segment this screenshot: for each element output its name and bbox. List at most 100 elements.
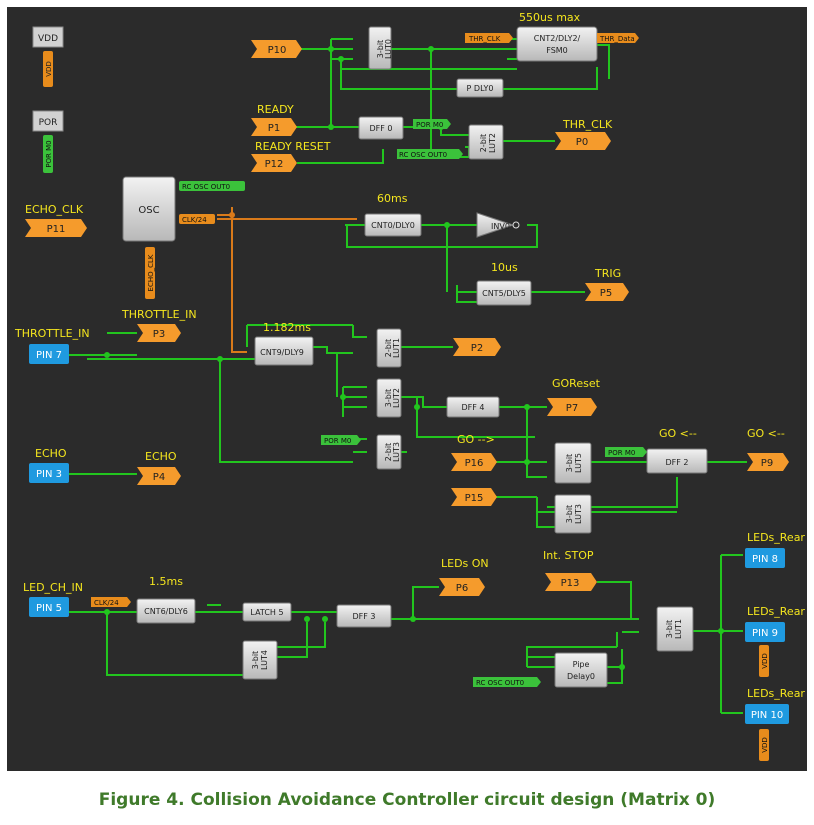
svg-text:P2: P2 — [471, 343, 483, 354]
svg-text:ECHO_CLK: ECHO_CLK — [147, 254, 155, 291]
svg-text:3-bit: 3-bit — [384, 389, 393, 407]
svg-text:P13: P13 — [561, 578, 580, 589]
svg-text:P11: P11 — [47, 224, 66, 235]
pin-vdd-tags: VDD VDD — [759, 645, 769, 761]
pin-8[interactable]: PIN 8 — [745, 548, 785, 568]
junctions — [104, 46, 724, 670]
dff2-label: DFF 2 — [666, 458, 689, 467]
svg-text:550us max: 550us max — [519, 11, 581, 24]
svg-text:THROTTLE_IN: THROTTLE_IN — [14, 327, 90, 340]
pin-3[interactable]: PIN 3 — [29, 463, 69, 483]
port-p3[interactable]: P3 — [137, 324, 181, 342]
svg-text:P9: P9 — [761, 458, 773, 469]
svg-text:2-bit: 2-bit — [479, 134, 488, 152]
svg-text:ECHO_CLK: ECHO_CLK — [25, 203, 84, 216]
svg-text:P16: P16 — [465, 458, 484, 469]
svg-text:VDD: VDD — [761, 737, 769, 753]
svg-text:THR_CLK: THR_CLK — [562, 118, 613, 131]
port-p11[interactable]: P11 — [25, 219, 87, 237]
svg-text:GO <--: GO <-- — [659, 427, 697, 440]
pins: PIN 7 PIN 3 PIN 5 PIN 8 PIN 9 PIN 10 — [29, 344, 789, 724]
port-p6[interactable]: P6 — [439, 578, 485, 596]
port-p12[interactable]: P12 — [251, 154, 297, 172]
port-p15[interactable]: P15 — [451, 488, 497, 506]
port-p16[interactable]: P16 — [451, 453, 497, 471]
svg-text:GO <--: GO <-- — [747, 427, 785, 440]
svg-text:LUT1: LUT1 — [674, 619, 683, 639]
svg-text:P7: P7 — [566, 403, 578, 414]
port-p10[interactable]: P10 — [251, 40, 302, 58]
svg-text:3-bit: 3-bit — [251, 651, 260, 669]
port-p1[interactable]: P1 — [251, 118, 297, 136]
svg-text:LED_CH_IN: LED_CH_IN — [23, 581, 83, 594]
svg-text:READY: READY — [257, 103, 294, 116]
svg-text:POR M0: POR M0 — [45, 140, 53, 167]
svg-text:LUT2: LUT2 — [392, 388, 401, 408]
svg-text:3-bit: 3-bit — [665, 620, 674, 638]
svg-text:P1: P1 — [268, 123, 280, 134]
svg-text:2-bit: 2-bit — [384, 443, 393, 461]
svg-text:GOReset: GOReset — [552, 377, 601, 390]
port-p9[interactable]: P9 — [747, 453, 789, 471]
pin-9[interactable]: PIN 9 — [745, 622, 785, 642]
inv0-block[interactable]: INV0 — [476, 212, 520, 238]
pin-5[interactable]: PIN 5 — [29, 597, 69, 617]
svg-text:LUT3: LUT3 — [392, 442, 401, 462]
port-p2[interactable]: P2 — [453, 338, 501, 356]
pin-10[interactable]: PIN 10 — [745, 704, 789, 724]
cnt6-label: CNT6/DLY6 — [144, 607, 188, 616]
lut0-bits: 3-bit — [376, 40, 385, 58]
svg-text:THR_Data: THR_Data — [599, 35, 635, 43]
schematic-svg: VDD VDD POR POR M0 OSC RC OSC OUT0 CLK/2… — [14, 11, 805, 761]
svg-text:CLK/24: CLK/24 — [182, 216, 207, 224]
svg-text:CLK/24: CLK/24 — [94, 599, 119, 607]
svg-text:LUT5: LUT5 — [574, 453, 583, 473]
cnt2-line2: FSM0 — [546, 46, 568, 55]
svg-text:PIN 3: PIN 3 — [36, 469, 62, 480]
lut0-name: LUT0 — [384, 39, 393, 59]
port-p0[interactable]: P0 — [555, 132, 611, 150]
schematic-canvas: VDD VDD POR POR M0 OSC RC OSC OUT0 CLK/2… — [7, 7, 807, 771]
svg-text:INV0: INV0 — [491, 222, 510, 231]
svg-text:RC OSC OUT0: RC OSC OUT0 — [182, 183, 230, 191]
svg-text:LEDs_Rear: LEDs_Rear — [747, 687, 805, 700]
svg-text:THR_CLK: THR_CLK — [468, 35, 501, 43]
vdd-supply: VDD VDD — [32, 26, 64, 87]
pipe-line1: Pipe — [573, 660, 590, 669]
dff3-label: DFF 3 — [353, 612, 376, 621]
svg-text:OSC: OSC — [138, 205, 159, 216]
svg-text:60ms: 60ms — [377, 192, 408, 205]
svg-text:VDD: VDD — [38, 34, 58, 44]
svg-text:ECHO: ECHO — [145, 450, 177, 463]
svg-text:P4: P4 — [153, 472, 165, 483]
dff4-label: DFF 4 — [462, 403, 485, 412]
cnt9-label: CNT9/DLY9 — [260, 348, 304, 357]
pipe-line2: Delay0 — [567, 672, 595, 681]
svg-text:LEDs_Rear: LEDs_Rear — [747, 531, 805, 544]
svg-text:LUT2: LUT2 — [488, 133, 497, 153]
latch5-label: LATCH 5 — [250, 608, 283, 617]
pin-7[interactable]: PIN 7 — [29, 344, 69, 364]
svg-text:PIN 7: PIN 7 — [36, 350, 62, 361]
svg-text:ECHO: ECHO — [35, 447, 67, 460]
port-p7[interactable]: P7 — [547, 398, 597, 416]
logic-blocks — [136, 26, 708, 688]
svg-text:P12: P12 — [265, 159, 284, 170]
block-labels: 3-bit LUT0 CNT2/DLY2/ FSM0 P DLY0 DFF 0 … — [144, 34, 688, 681]
svg-text:GO -->: GO --> — [457, 433, 495, 446]
ports: P10 P1 P12 P0 P11 P5 P3 P2 P7 P4 P16 P9 … — [25, 40, 789, 596]
cnt2-line1: CNT2/DLY2/ — [534, 34, 581, 43]
svg-text:POR: POR — [39, 118, 58, 128]
svg-text:VDD: VDD — [45, 61, 53, 77]
port-p13[interactable]: P13 — [545, 573, 597, 591]
osc-block[interactable]: OSC RC OSC OUT0 CLK/24 ECHO_CLK — [122, 176, 245, 299]
pdly0-label: P DLY0 — [467, 84, 494, 93]
svg-text:LEDs ON: LEDs ON — [441, 557, 489, 570]
port-p4[interactable]: P4 — [137, 467, 181, 485]
port-p5[interactable]: P5 — [585, 283, 629, 301]
svg-text:PIN 8: PIN 8 — [752, 554, 778, 565]
svg-text:POR M0: POR M0 — [416, 121, 443, 129]
svg-text:1.5ms: 1.5ms — [149, 575, 183, 588]
svg-text:P10: P10 — [268, 45, 287, 56]
svg-text:LUT1: LUT1 — [392, 338, 401, 358]
